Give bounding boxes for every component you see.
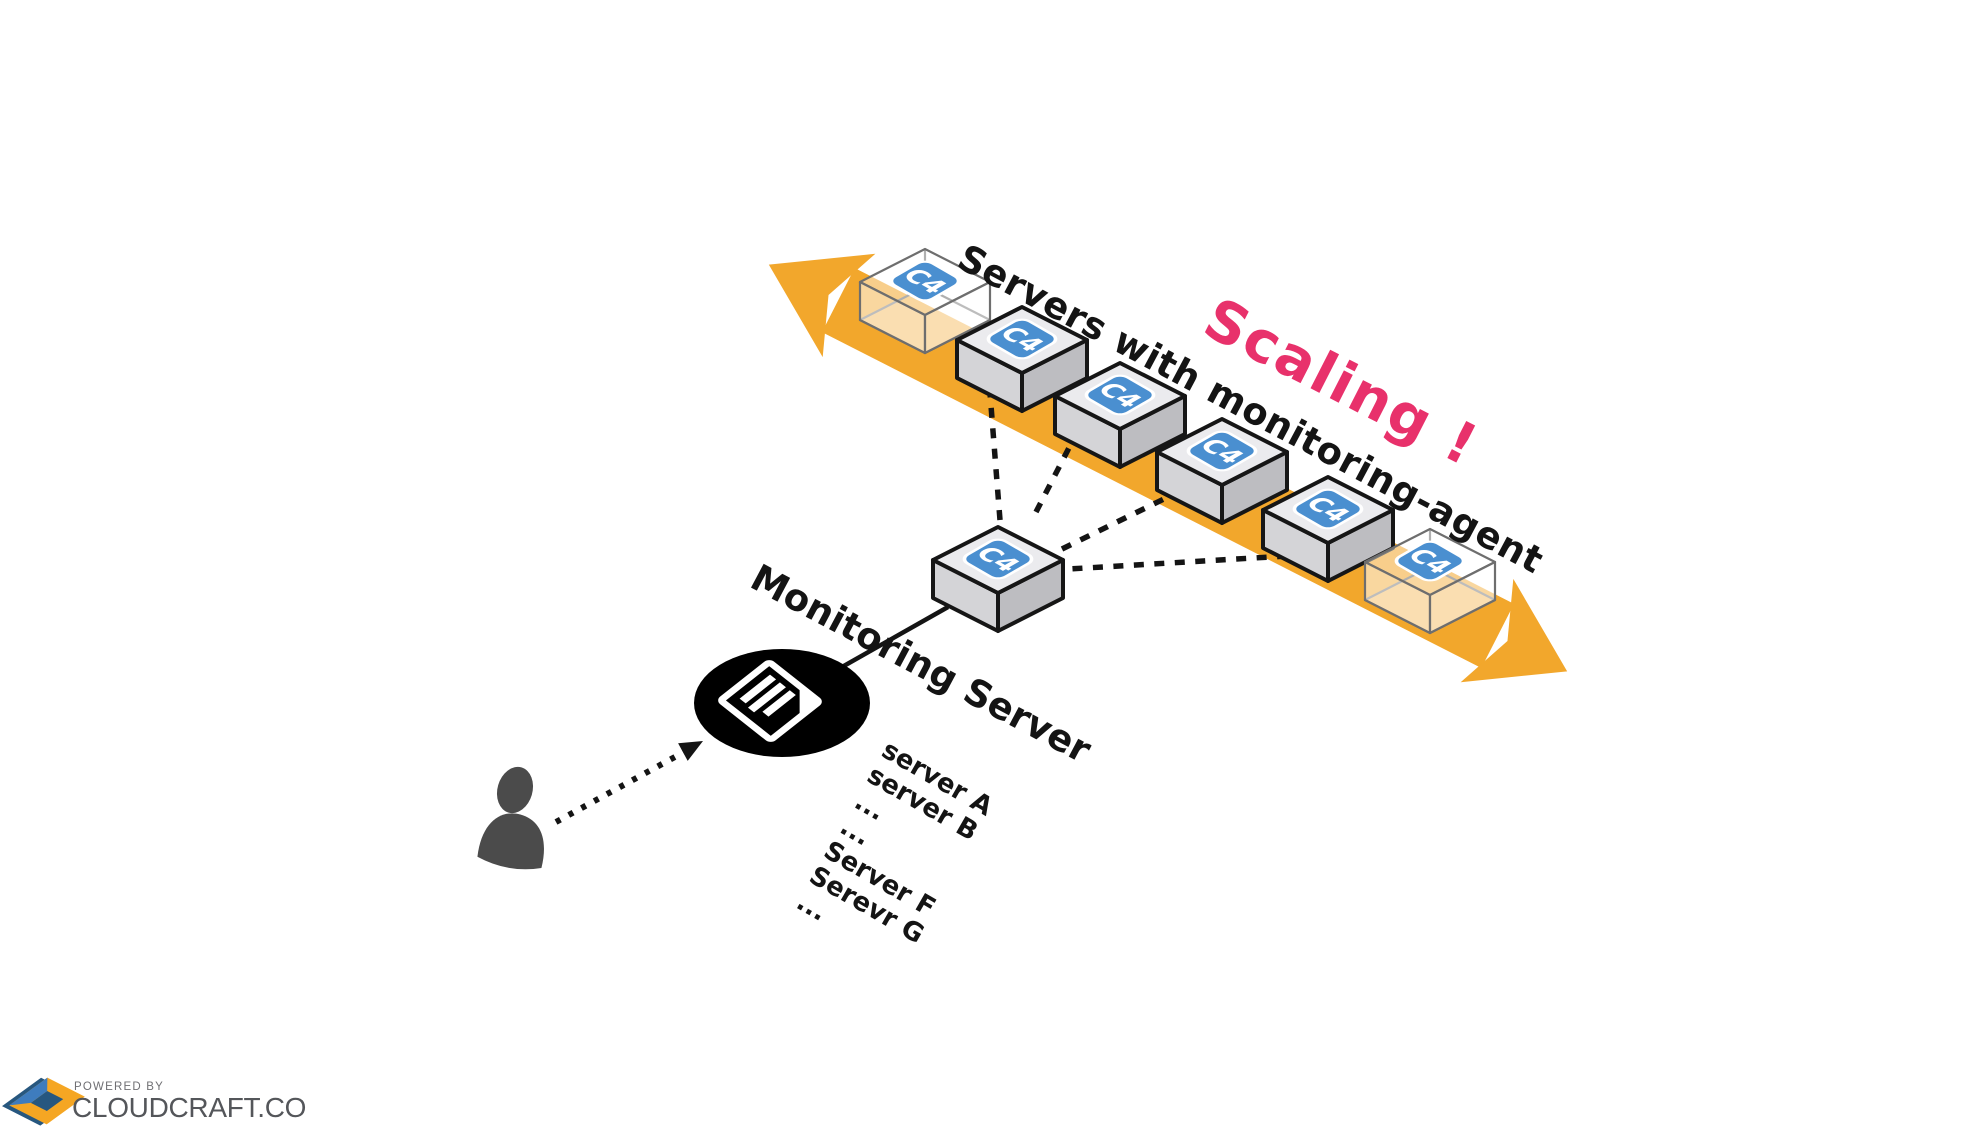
server-node-ghost: C4: [858, 247, 992, 355]
monitored-server-list: server A server B ... ... Server F Serev…: [791, 735, 997, 950]
cloudcraft-cube-icon: [2, 1077, 85, 1126]
server-node-ghost: C4: [1363, 527, 1497, 635]
c4-badge: C4: [889, 260, 961, 302]
server-node: C4: [1261, 475, 1395, 583]
server-node: C4: [1053, 361, 1187, 469]
scaling-arrowhead-right: [1460, 578, 1568, 683]
c4-badge: C4: [962, 538, 1034, 580]
server-node: C4: [1155, 417, 1289, 525]
c4-badge: C4: [1084, 374, 1156, 416]
person-icon: [477, 766, 544, 870]
c4-badge: C4: [986, 318, 1058, 360]
dashed-link: [987, 392, 1003, 521]
dashed-link: [1033, 440, 1075, 514]
arrowhead-icon: [678, 741, 703, 761]
c4-badge: C4: [1292, 488, 1364, 530]
monitoring-links: [987, 392, 1288, 573]
c4-badge: C4: [1186, 430, 1258, 472]
document-icon: [718, 660, 822, 742]
powered-by-label: POWERED BY: [74, 1081, 164, 1093]
monitoring-server-node: C4: [931, 525, 1065, 633]
monitoring-report-node: [694, 649, 870, 757]
dashed-link: [1051, 553, 1288, 573]
scaling-arrowhead-left: [768, 253, 876, 358]
cloudcraft-logo: POWERED BY CLOUDCRAFT.CO: [2, 1077, 306, 1126]
c4-badge: C4: [1394, 540, 1466, 582]
user-query-arrow: [554, 741, 703, 825]
brand-label: CLOUDCRAFT.CO: [72, 1092, 306, 1123]
dashed-link: [1060, 493, 1172, 552]
